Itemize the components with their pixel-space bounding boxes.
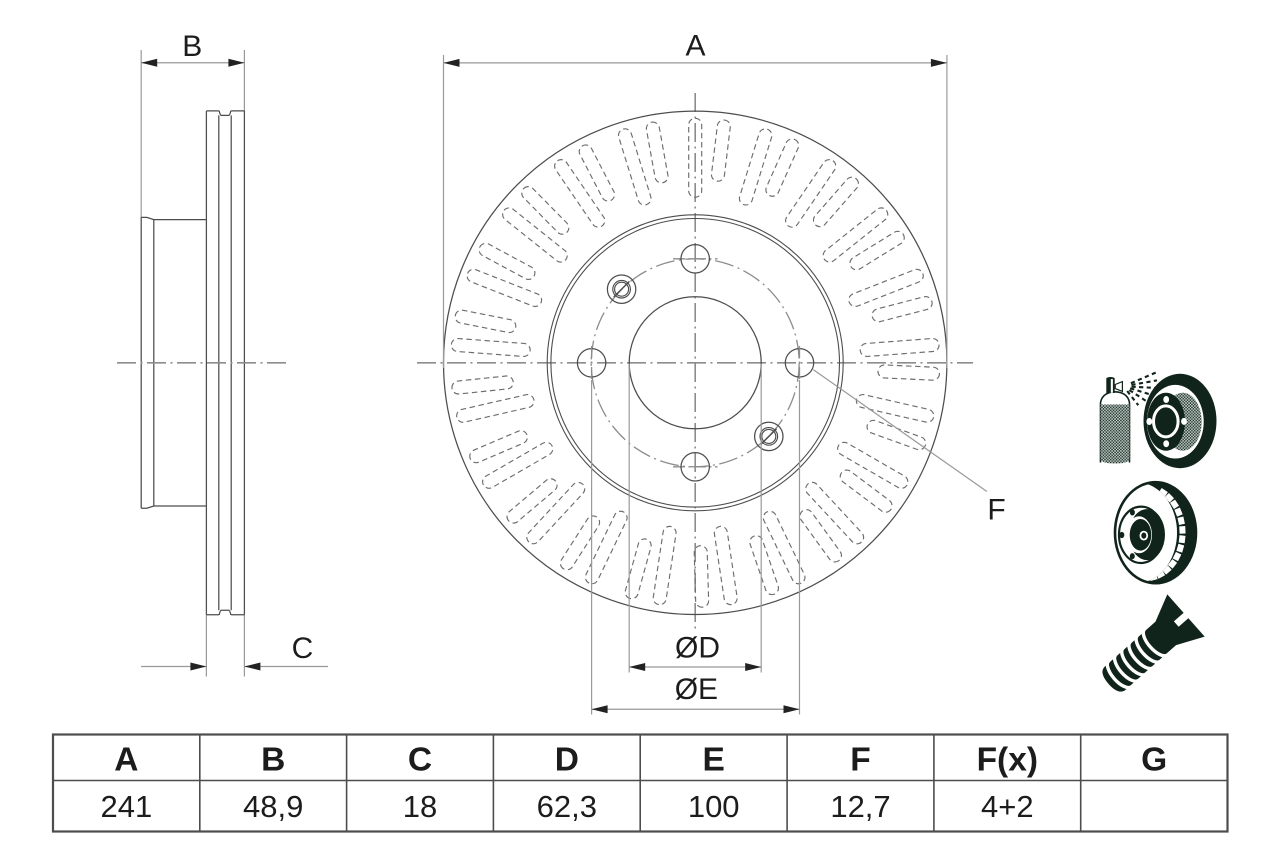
- svg-text:4+2: 4+2: [981, 789, 1034, 824]
- svg-text:C: C: [292, 632, 314, 665]
- svg-text:12,7: 12,7: [830, 789, 890, 824]
- svg-text:D: D: [555, 742, 579, 779]
- svg-text:B: B: [261, 742, 285, 779]
- svg-text:F(x): F(x): [977, 742, 1038, 779]
- svg-text:ØE: ØE: [675, 673, 718, 706]
- svg-text:48,9: 48,9: [243, 789, 303, 824]
- svg-text:C: C: [408, 742, 432, 779]
- svg-text:G: G: [1141, 742, 1167, 779]
- svg-text:E: E: [703, 742, 725, 779]
- svg-text:A: A: [114, 742, 138, 779]
- svg-text:B: B: [182, 30, 202, 63]
- svg-text:62,3: 62,3: [537, 789, 597, 824]
- svg-text:18: 18: [403, 789, 437, 824]
- svg-text:241: 241: [101, 789, 153, 824]
- svg-text:F: F: [987, 494, 1005, 527]
- svg-text:100: 100: [688, 789, 740, 824]
- svg-text:A: A: [685, 30, 705, 63]
- svg-text:F: F: [850, 742, 870, 779]
- svg-text:ØD: ØD: [675, 632, 720, 665]
